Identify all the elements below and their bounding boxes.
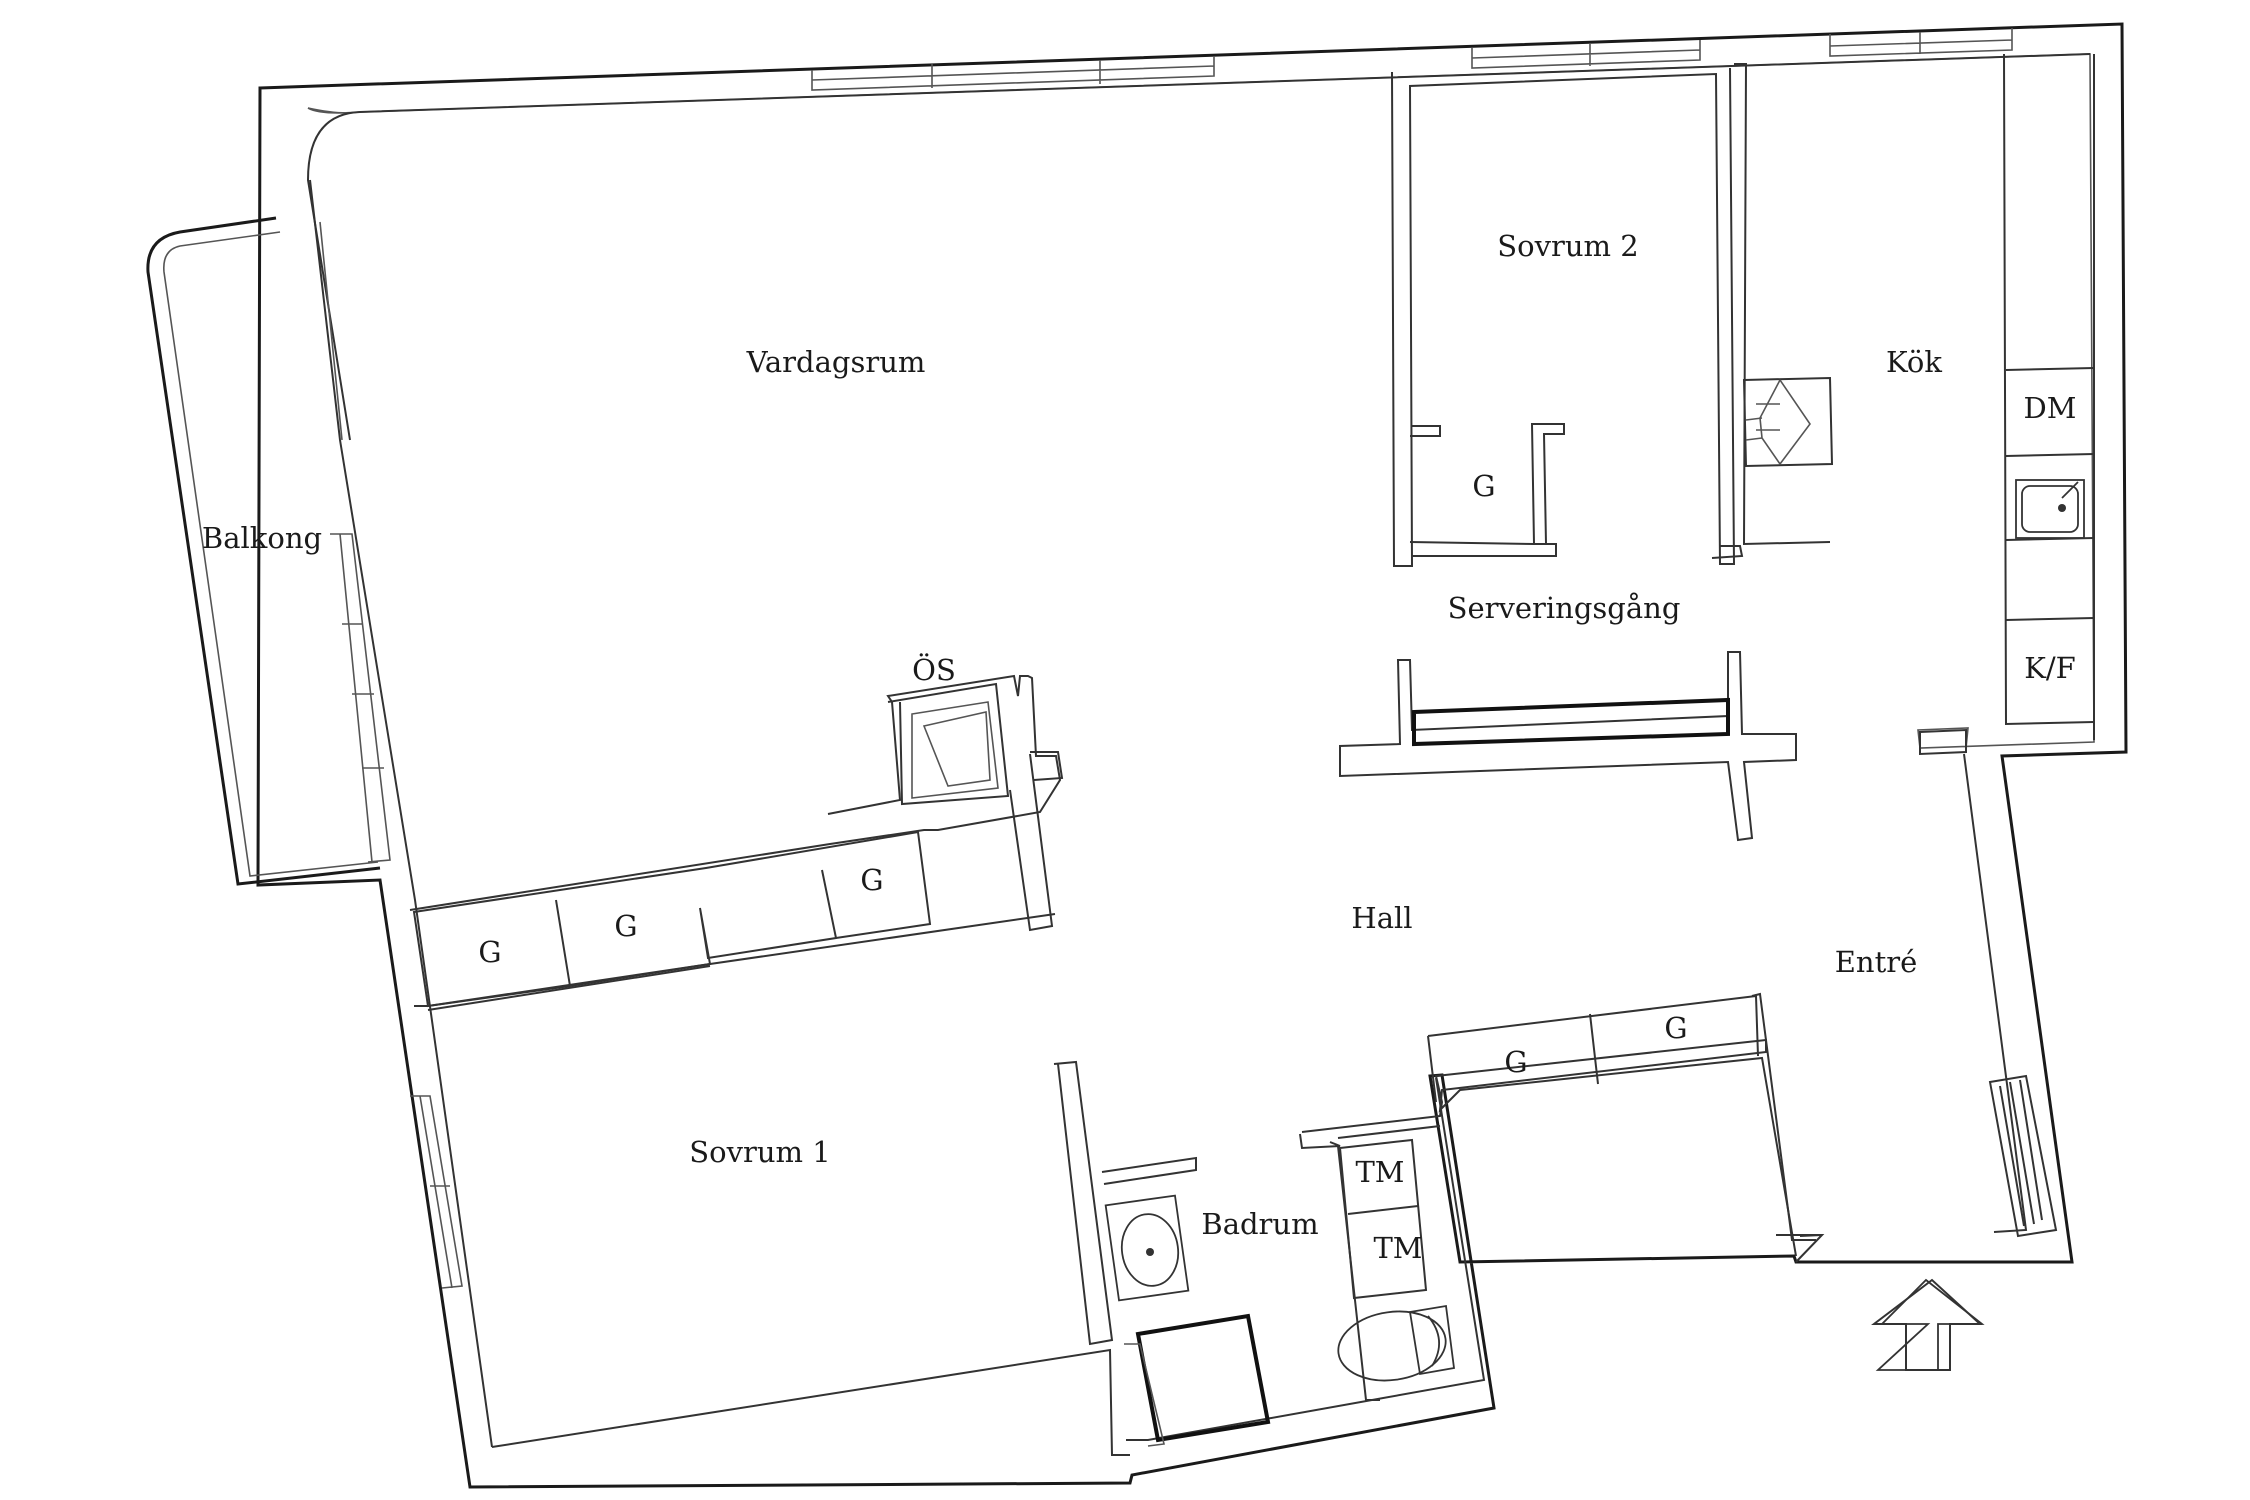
- label-g-entre-1: G: [1504, 1045, 1527, 1079]
- label-vardagsrum: Vardagsrum: [746, 345, 926, 379]
- label-os: ÖS: [912, 652, 956, 687]
- sink-icon: [1104, 1194, 1190, 1302]
- label-hall: Hall: [1351, 901, 1412, 935]
- label-sovrum1: Sovrum 1: [689, 1135, 830, 1169]
- top-windows: [811, 28, 2013, 91]
- label-kf: K/F: [2024, 651, 2076, 685]
- fixture-labels: ÖS DM K/F G G G G G G TM TM: [478, 391, 2076, 1265]
- label-badrum: Badrum: [1201, 1207, 1318, 1241]
- outer-walls: [256, 22, 2128, 1489]
- kitchen-sink-icon: [2015, 479, 2085, 539]
- toilet-icon: [1337, 1304, 1456, 1382]
- label-entre: Entré: [1835, 945, 1918, 979]
- radiator-icon: [1988, 1074, 2058, 1238]
- label-kok: Kök: [1886, 345, 1942, 379]
- label-g-entre-2: G: [1664, 1011, 1687, 1045]
- label-serveringsgang: Serveringsgång: [1448, 591, 1681, 625]
- entrance-arrow-icon: [1875, 1278, 1985, 1371]
- label-tm-1: TM: [1355, 1155, 1404, 1189]
- label-tm-2: TM: [1373, 1231, 1422, 1265]
- interior-walls: [409, 53, 2095, 1447]
- entrance-arrow-outline: [1871, 1278, 1983, 1371]
- stove-icon: [1756, 403, 1780, 431]
- label-g-hall-1: G: [478, 935, 501, 969]
- label-sovrum2: Sovrum 2: [1497, 229, 1638, 263]
- label-g-hall-3: G: [860, 863, 883, 897]
- sovrum1-windows: [410, 1095, 463, 1289]
- label-g-sovrum2: G: [1472, 469, 1495, 503]
- label-g-hall-2: G: [614, 909, 637, 943]
- room-labels: Vardagsrum Sovrum 2 Kök Balkong Serverin…: [202, 229, 1942, 1241]
- label-dm: DM: [2024, 391, 2077, 425]
- label-balkong: Balkong: [202, 521, 322, 555]
- balcony: [146, 216, 391, 886]
